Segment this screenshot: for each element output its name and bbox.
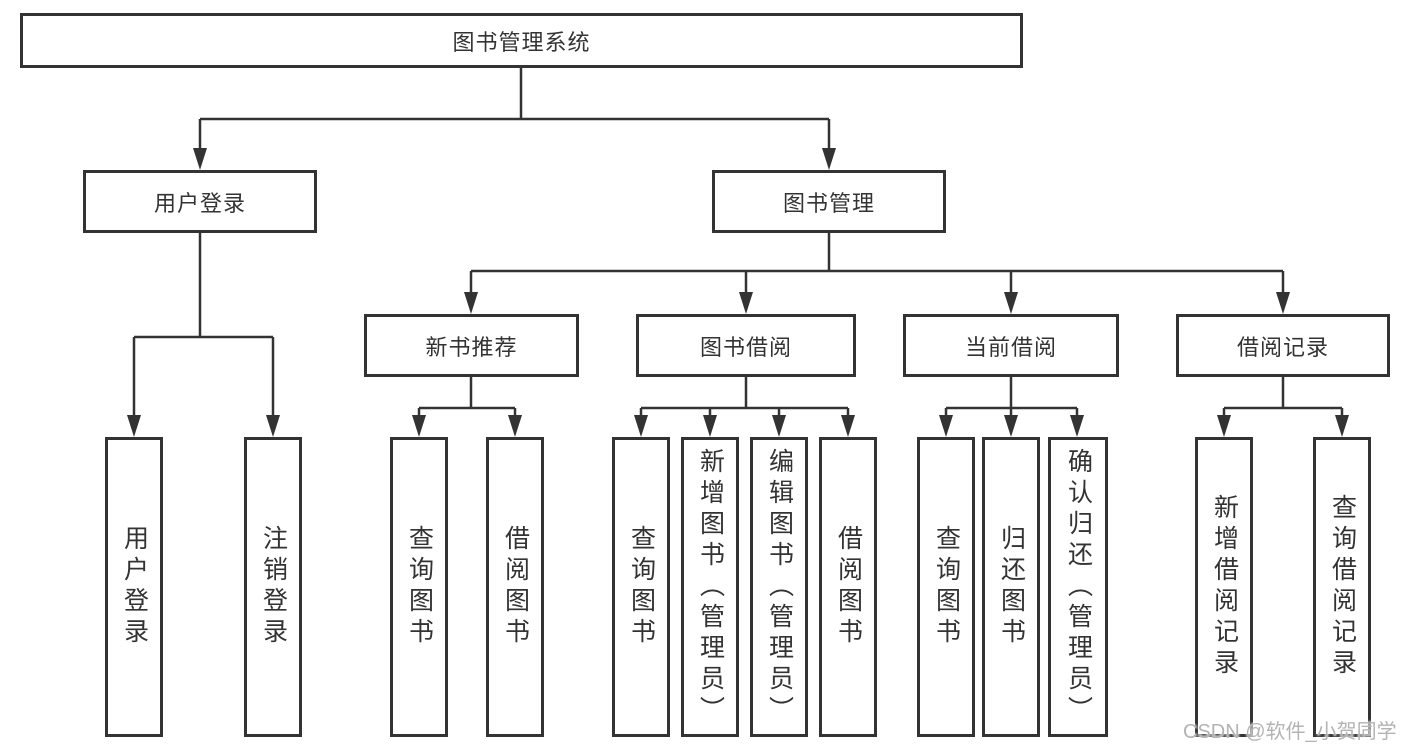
node-label: 新增借阅记录: [1210, 494, 1239, 680]
node-book-management: 图书管理: [712, 170, 946, 233]
node-query-books-1: 查询图书: [390, 437, 448, 737]
node-label: 借阅图书: [501, 525, 530, 649]
node-label: 借阅图书: [834, 525, 863, 649]
node-borrow-books-1: 借阅图书: [486, 437, 544, 737]
node-label: 新增图书（管理员）: [696, 447, 725, 727]
node-query-books-2: 查询图书: [612, 437, 670, 737]
node-label: 查询图书: [627, 525, 656, 649]
node-current-borrowing: 当前借阅: [903, 314, 1119, 377]
node-borrow-books-2: 借阅图书: [819, 437, 877, 737]
csdn-watermark: CSDN @软件_小贺同学: [1183, 721, 1397, 743]
node-label: 查询图书: [405, 525, 434, 649]
node-label: 确认归还（管理员）: [1064, 447, 1093, 727]
node-logout: 注销登录: [244, 437, 302, 737]
node-library-management-system: 图书管理系统: [20, 13, 1023, 68]
node-label: 归还图书: [997, 525, 1026, 649]
node-borrowing-records: 借阅记录: [1176, 314, 1390, 377]
node-query-books-3: 查询图书: [917, 437, 975, 737]
node-label: 查询借阅记录: [1328, 494, 1357, 680]
node-return-books: 归还图书: [982, 437, 1040, 737]
node-add-books-admin: 新增图书（管理员）: [681, 437, 739, 737]
node-label: 编辑图书（管理员）: [765, 447, 794, 727]
node-edit-books-admin: 编辑图书（管理员）: [750, 437, 808, 737]
node-book-borrowing: 图书借阅: [636, 314, 856, 377]
node-query-borrow-record: 查询借阅记录: [1313, 437, 1371, 737]
node-user-login: 用户登录: [83, 170, 317, 233]
node-confirm-return-admin: 确认归还（管理员）: [1048, 437, 1108, 737]
node-new-book-recommendation: 新书推荐: [364, 314, 579, 377]
node-label: 注销登录: [259, 525, 288, 649]
node-label: 查询图书: [932, 525, 961, 649]
node-add-borrow-record: 新增借阅记录: [1195, 437, 1253, 737]
node-label: 用户登录: [120, 525, 149, 649]
node-user-login-leaf: 用户登录: [105, 437, 163, 737]
